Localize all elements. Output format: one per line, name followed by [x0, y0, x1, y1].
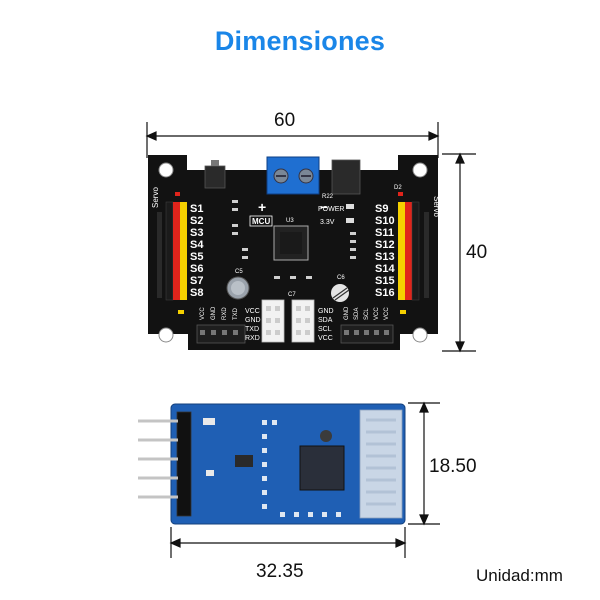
svg-text:VCC: VCC: [384, 307, 390, 320]
svg-text:RXD: RXD: [245, 335, 260, 342]
svg-text:VCC: VCC: [374, 307, 380, 320]
channel-label-s5: S5: [190, 251, 203, 263]
i2c-connector: [291, 299, 315, 343]
voltage-label: 3.3V: [320, 219, 335, 226]
svg-text:SDA: SDA: [318, 317, 333, 324]
left-channel-labels: S1 S2 S3 S4 S5 S6 S7 S8: [190, 203, 204, 299]
minus-sign: −: [320, 199, 328, 215]
channel-label-s3: S3: [190, 227, 203, 239]
left-edge-pins: [157, 212, 162, 298]
component-q2: Q2: [203, 159, 212, 165]
mounting-hole: [158, 162, 174, 178]
svg-text:TXD: TXD: [245, 326, 259, 333]
channel-label-s14: S14: [375, 263, 395, 275]
uart-header: VCC GND RXD TXD: [196, 306, 246, 344]
component-c6: C6: [337, 275, 345, 281]
module-height-dimension: [408, 401, 440, 526]
svg-text:GND: GND: [245, 317, 261, 324]
component-c5: C5: [235, 269, 243, 275]
channel-label-s4: S4: [190, 239, 204, 251]
channel-label-s16: S16: [375, 287, 395, 299]
module-chip: [299, 445, 345, 491]
left-servo-header: [165, 201, 187, 301]
regulator-left: [204, 165, 226, 189]
svg-text:RXD: RXD: [222, 307, 228, 320]
svg-text:GND: GND: [318, 308, 334, 315]
antenna-area: [359, 409, 403, 519]
module-width-label: 32.35: [256, 561, 304, 582]
module-pcb: [170, 403, 406, 525]
svg-text:VCC: VCC: [245, 308, 260, 315]
module-width-dimension: [169, 527, 407, 558]
svg-text:VCC: VCC: [318, 335, 333, 342]
channel-label-s13: S13: [375, 251, 395, 263]
mounting-hole: [158, 327, 174, 343]
uart-connector: [261, 299, 285, 343]
right-channel-labels: S9 S10 S11 S12 S13 S14 S15 S16: [375, 203, 395, 299]
mcu-chip: [273, 225, 309, 261]
electrolytic-capacitor: [226, 276, 250, 300]
servo-label-left: Servo: [151, 187, 160, 208]
bluetooth-module: [138, 403, 406, 525]
module-header: [138, 411, 192, 517]
module-height-label: 18.50: [429, 456, 477, 477]
smd-components: [175, 192, 406, 314]
channel-label-s1: S1: [190, 203, 203, 215]
ground-logo: [331, 284, 350, 302]
channel-label-s9: S9: [375, 203, 388, 215]
component-r22: R22: [322, 194, 334, 200]
channel-label-s12: S12: [375, 239, 395, 251]
svg-text:VCC: VCC: [200, 307, 206, 320]
channel-label-s6: S6: [190, 263, 203, 275]
mounting-hole: [412, 327, 428, 343]
svg-text:GND: GND: [344, 306, 350, 320]
svg-text:GND: GND: [211, 306, 217, 320]
i2c-header: GND SDA SCL VCC VCC: [340, 306, 394, 344]
svg-text:SCL: SCL: [364, 308, 370, 320]
svg-text:SCL: SCL: [318, 326, 332, 333]
channel-label-s10: S10: [375, 215, 395, 227]
page-title: Dimensiones: [214, 26, 386, 56]
channel-label-s15: S15: [375, 275, 395, 287]
channel-label-s8: S8: [190, 287, 203, 299]
board-height-label: 40: [466, 242, 488, 263]
mcu-label: MCU: [252, 217, 270, 226]
power-terminal-block: [266, 156, 320, 195]
i2c-pin-labels: GND SDA SCL VCC: [318, 308, 334, 342]
component-d2: D2: [394, 185, 402, 191]
mounting-hole: [412, 162, 428, 178]
component-c7: C7: [288, 292, 296, 298]
servo-controller-board: Servo Servo S1 S2 S3 S4 S5 S6 S: [148, 155, 441, 350]
board-height-dimension: [442, 152, 476, 353]
regulator-right: [331, 159, 361, 195]
right-servo-header: [398, 201, 420, 301]
uart-pin-labels: VCC GND TXD RXD: [245, 308, 261, 342]
board-width-label: 60: [274, 110, 296, 131]
component-u3: U3: [286, 218, 294, 224]
board-width-dimension: [145, 122, 440, 158]
unit-label: Unidad:mm: [476, 566, 563, 585]
right-edge-pins: [424, 212, 429, 298]
regulator-left-tab: [211, 160, 219, 166]
svg-text:SDA: SDA: [354, 308, 360, 320]
channel-label-s11: S11: [375, 227, 394, 239]
power-label: POWER: [318, 206, 344, 213]
plus-sign: +: [258, 199, 266, 215]
channel-label-s2: S2: [190, 215, 203, 227]
channel-label-s7: S7: [190, 275, 203, 287]
servo-label-right: Servo: [432, 196, 441, 217]
svg-text:TXD: TXD: [233, 307, 239, 320]
